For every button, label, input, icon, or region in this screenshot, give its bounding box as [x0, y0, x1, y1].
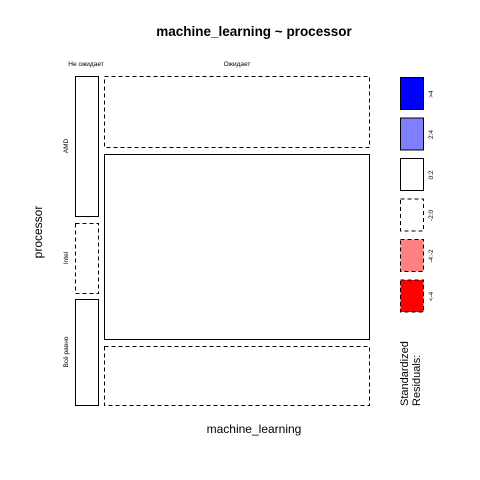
legend-label-1: 2:4: [428, 130, 435, 139]
tile-vsyo-ravno-ne-ozhidaet: [75, 299, 99, 406]
legend-label-3: -2:0: [428, 210, 435, 222]
x-level-label-ne-ozhidaet: Не ожидает: [68, 61, 103, 68]
tile-vsyo-ravno-ozhidaet: [104, 346, 370, 406]
legend-label-5: <-4: [428, 291, 435, 301]
legend-swatch-4: [400, 239, 424, 272]
legend-swatch-3: [400, 198, 424, 232]
legend-title-line-2: Residuals:: [411, 355, 423, 406]
legend-swatch-2: [400, 158, 424, 191]
tile-intel-ne-ozhidaet: [75, 223, 99, 294]
tile-amd-ne-ozhidaet: [75, 76, 99, 217]
x-axis-title: machine_learning: [207, 422, 302, 436]
y-level-label-intel: Intel: [63, 251, 70, 264]
y-level-label-amd: AMD: [63, 138, 70, 153]
y-axis-title: processor: [31, 206, 45, 259]
legend-label-2: 0:2: [428, 170, 435, 179]
chart-title: machine_learning ~ processor: [156, 24, 352, 39]
x-level-label-ozhidaet: Ожидает: [224, 61, 251, 68]
tile-amd-ozhidaet-dashed: [104, 76, 370, 148]
legend-title-line-1: Standardized: [399, 341, 411, 406]
legend-swatch-1: [400, 117, 424, 151]
mosaic-tiles: [75, 76, 370, 406]
residuals-legend: >4 2:4 0:2 -2:0 -4:-2 <-4: [400, 77, 435, 313]
legend-swatch-5: [400, 279, 424, 313]
legend-label-0: >4: [428, 90, 435, 98]
legend-swatch-0: [400, 77, 424, 110]
legend-label-4: -4:-2: [428, 249, 435, 263]
tile-amd-ozhidaet-solid: [104, 154, 370, 340]
y-level-label-vsyo-ravno: Всё равно: [63, 336, 70, 367]
